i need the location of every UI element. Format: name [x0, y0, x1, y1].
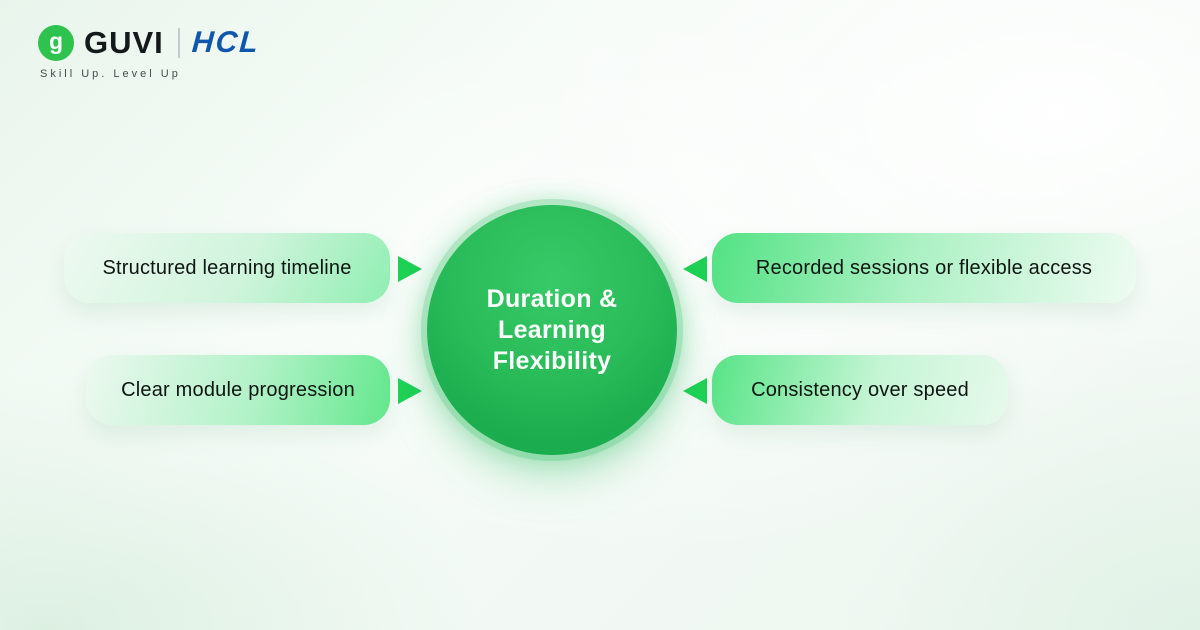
feature-pill-structured-timeline: Structured learning timeline [64, 233, 390, 303]
center-topic-title: Duration & Learning Flexibility [487, 284, 618, 377]
feature-pill-consistency: Consistency over speed [712, 355, 1008, 425]
feature-pill-label: Structured learning timeline [102, 256, 352, 279]
brand-logo-row: g GUVI HCL [38, 25, 261, 61]
feature-pill-module-progression: Clear module progression [86, 355, 390, 425]
feature-pill-label: Recorded sessions or flexible access [755, 256, 1093, 279]
feature-pill-label: Consistency over speed [751, 378, 969, 401]
arrow-right-icon [398, 256, 422, 282]
guvi-logo-icon: g [38, 25, 74, 61]
arrow-left-icon [683, 378, 707, 404]
center-topic-circle: Duration & Learning Flexibility [421, 199, 683, 461]
arrow-left-icon [683, 256, 707, 282]
feature-pill-recorded-sessions: Recorded sessions or flexible access [712, 233, 1136, 303]
brand-divider [177, 28, 180, 58]
feature-pill-label: Clear module progression [121, 378, 355, 401]
hcl-wordmark: HCL [190, 26, 261, 59]
center-topic-line: Learning [498, 315, 606, 344]
arrow-right-icon [398, 378, 422, 404]
center-topic-line: Flexibility [492, 346, 612, 375]
center-topic-line: Duration & [486, 284, 618, 313]
brand-tagline: Skill Up. Level Up [40, 68, 181, 80]
guvi-wordmark: GUVI [84, 25, 164, 60]
brand-header: g GUVI HCL Skill Up. Level Up [38, 25, 261, 80]
